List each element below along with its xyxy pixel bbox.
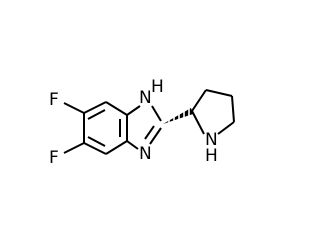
stereo-hash-gaps xyxy=(168,108,190,125)
bond-pyr-c4-c5 xyxy=(231,95,235,123)
bond-benzene-top-inner xyxy=(87,109,106,120)
imidazole-n-label: N xyxy=(139,144,152,164)
bond-c-f-bottom xyxy=(63,142,85,154)
bond-benzene-bottom xyxy=(83,142,107,155)
bond-pyr-c5-n xyxy=(217,121,235,135)
fluorine-top-label: F xyxy=(49,90,59,110)
bond-benzene-bottom-inner xyxy=(87,136,106,147)
imidazole-ring xyxy=(126,105,162,150)
imidazole-nh-n-label: N xyxy=(139,88,152,108)
bond-benzene-upper-right xyxy=(105,101,128,116)
imidazole-nh-h-label: H xyxy=(151,77,164,97)
bond-n3-c3a xyxy=(126,140,139,150)
bond-n1-c2 xyxy=(151,105,162,122)
pyrrolidine-h-label: H xyxy=(205,146,218,166)
benzene-ring xyxy=(83,101,128,155)
bond-c2-n3-inner xyxy=(144,125,155,140)
bond-benzene-lower-right xyxy=(105,140,128,155)
stereo-hash-bond xyxy=(163,108,193,124)
bond-benzene-top xyxy=(83,101,107,114)
bond-c-f-top xyxy=(63,102,85,114)
bond-c2-n3 xyxy=(149,127,162,145)
bond-pyr-c3-c4 xyxy=(205,89,233,97)
molecule-structure: F F H N N N H xyxy=(49,77,235,168)
pyrrolidine-n-label: N xyxy=(205,130,218,150)
fluorine-bottom-label: F xyxy=(49,148,59,168)
pyrrolidine-ring xyxy=(191,89,235,135)
bond-pyr-c2-c3 xyxy=(191,89,207,112)
bond-pyr-n-c2 xyxy=(191,110,205,135)
bond-c7a-n1 xyxy=(126,105,141,116)
